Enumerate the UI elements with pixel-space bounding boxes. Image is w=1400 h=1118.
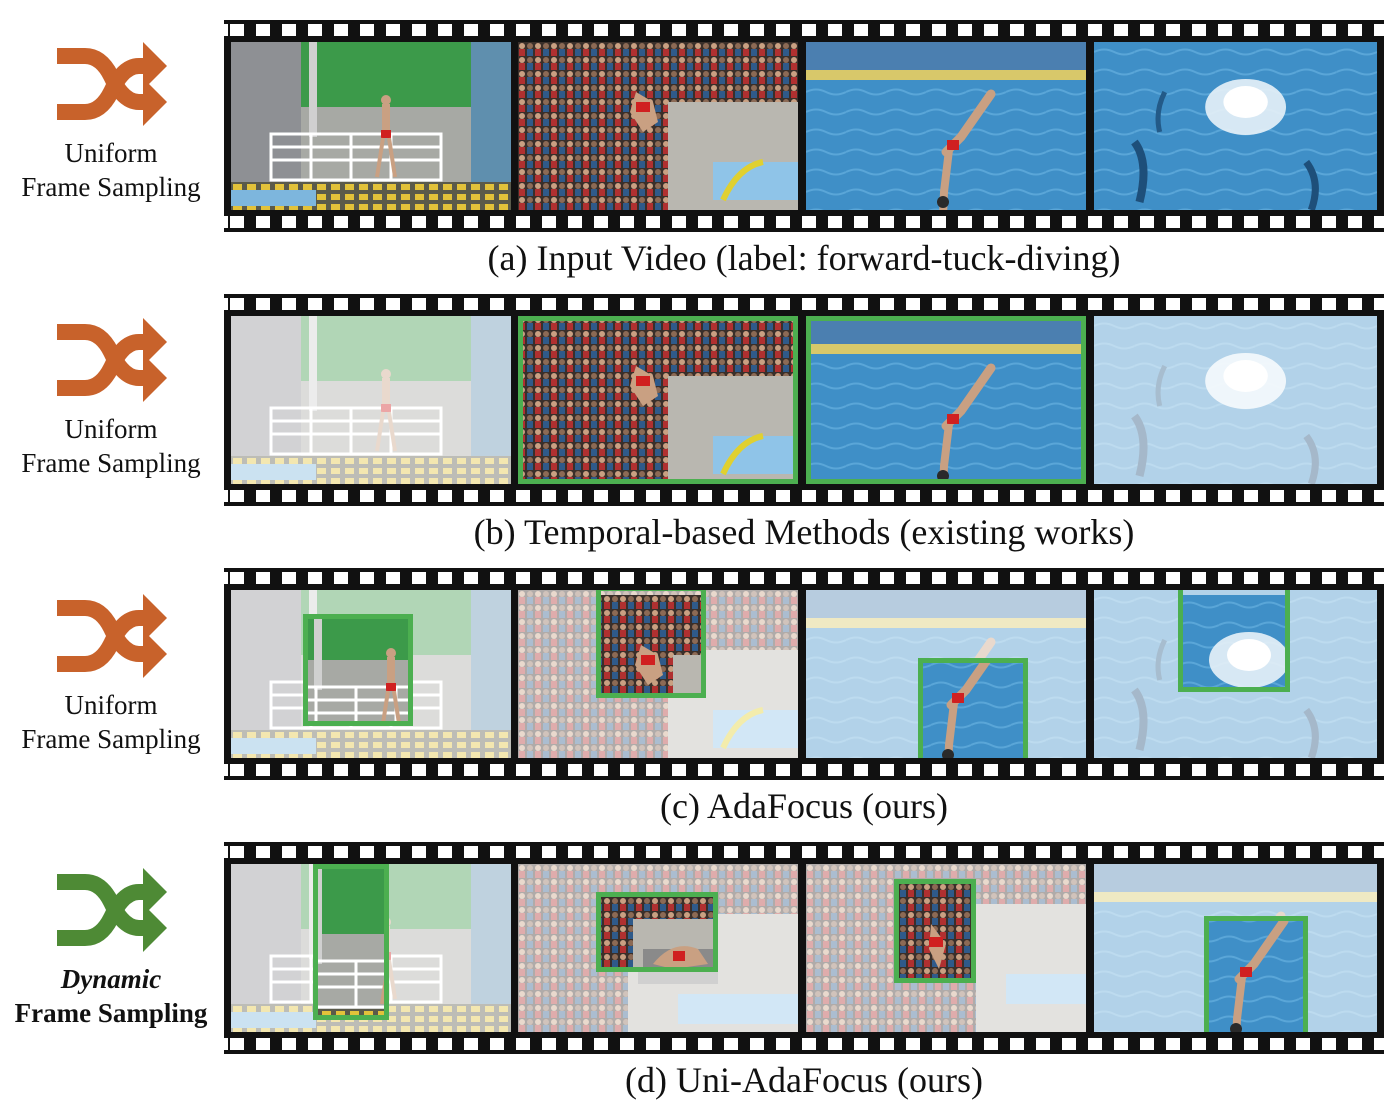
sampling-label-line1: Uniform bbox=[64, 138, 158, 168]
film-perforation-top bbox=[224, 24, 1384, 36]
caption-b: (b) Temporal-based Methods (existing wor… bbox=[473, 512, 1135, 552]
sampling-label-line1: Uniform bbox=[64, 414, 158, 444]
video-frame bbox=[518, 864, 798, 1032]
video-frame bbox=[1094, 42, 1377, 210]
shuffle-icon bbox=[57, 868, 167, 952]
focus-patch bbox=[918, 658, 1028, 758]
focus-box bbox=[518, 316, 798, 484]
video-frame-faded bbox=[231, 316, 511, 484]
focus-patch bbox=[894, 879, 976, 983]
filmstrip-c bbox=[224, 568, 1384, 780]
caption-c: (c) AdaFocus (ours) bbox=[660, 786, 948, 826]
sampling-label-line2: Frame Sampling bbox=[21, 448, 201, 478]
sampling-label-line2: Frame Sampling bbox=[21, 172, 201, 202]
film-perforation-bottom bbox=[224, 490, 1384, 502]
video-frame bbox=[518, 42, 798, 210]
shuffle-icon bbox=[57, 42, 167, 126]
film-perforation-top bbox=[224, 572, 1384, 584]
video-frame bbox=[231, 864, 511, 1032]
sampling-label-line2: Frame Sampling bbox=[21, 724, 201, 754]
video-frame-faded bbox=[1094, 316, 1377, 484]
film-perforation-bottom bbox=[224, 764, 1384, 776]
film-perforation-top bbox=[224, 846, 1384, 858]
filmstrip-b bbox=[224, 294, 1384, 506]
video-frame bbox=[806, 864, 1086, 1032]
sampling-label-d: Dynamic Frame Sampling bbox=[0, 858, 222, 1030]
video-frame bbox=[1094, 590, 1377, 758]
film-perforation-top bbox=[224, 298, 1384, 310]
film-perforation-bottom bbox=[224, 1038, 1384, 1050]
filmstrip-d bbox=[224, 842, 1384, 1054]
filmstrip-a bbox=[224, 20, 1384, 232]
sampling-label-line1: Uniform bbox=[64, 690, 158, 720]
focus-patch bbox=[596, 892, 718, 972]
focus-patch bbox=[596, 590, 706, 698]
video-frame-selected bbox=[518, 316, 798, 484]
sampling-label-b: Uniform Frame Sampling bbox=[0, 308, 222, 480]
video-frame bbox=[231, 590, 511, 758]
video-frame bbox=[806, 42, 1086, 210]
sampling-label-a: Uniform Frame Sampling bbox=[0, 32, 222, 204]
sampling-label-line1: Dynamic bbox=[60, 964, 162, 994]
video-frame bbox=[1094, 864, 1377, 1032]
film-perforation-bottom bbox=[224, 216, 1384, 228]
focus-patch bbox=[303, 614, 413, 726]
caption-d: (d) Uni-AdaFocus (ours) bbox=[625, 1060, 983, 1100]
video-frame bbox=[518, 590, 798, 758]
focus-patch bbox=[313, 864, 389, 1020]
shuffle-icon bbox=[57, 318, 167, 402]
caption-a: (a) Input Video (label: forward-tuck-div… bbox=[487, 238, 1121, 278]
video-frame bbox=[231, 42, 511, 210]
focus-patch bbox=[1178, 590, 1290, 692]
shuffle-icon bbox=[57, 594, 167, 678]
focus-patch bbox=[1204, 916, 1308, 1032]
video-frame bbox=[806, 590, 1086, 758]
video-frame-selected bbox=[806, 316, 1086, 484]
sampling-label-c: Uniform Frame Sampling bbox=[0, 584, 222, 756]
focus-box bbox=[806, 316, 1086, 484]
sampling-label-line2: Frame Sampling bbox=[14, 998, 208, 1028]
